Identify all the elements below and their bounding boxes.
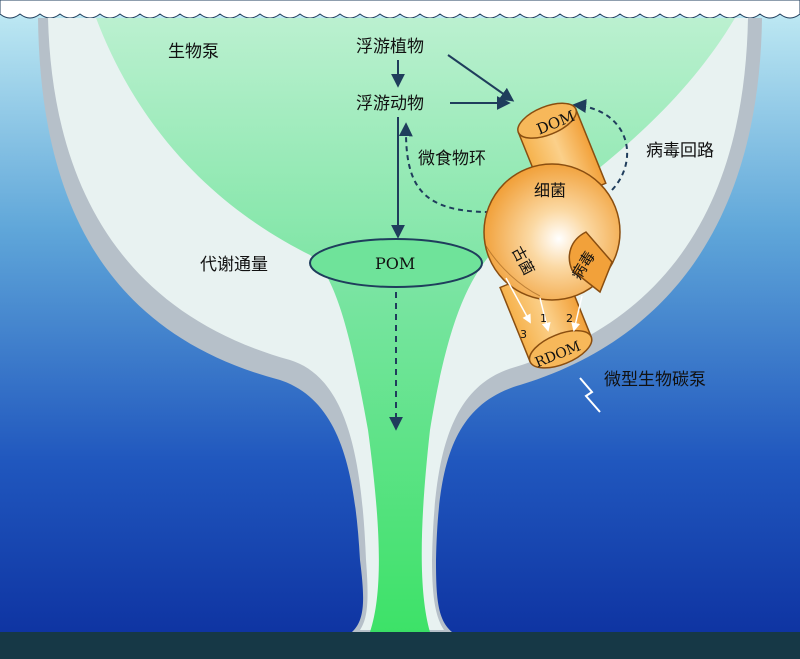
label-microbial-carbon-pump: 微型生物碳泵 xyxy=(604,370,706,390)
lightning-mark xyxy=(579,377,601,413)
sea-surface xyxy=(0,0,800,19)
arrow-path-1 xyxy=(539,297,551,332)
label-path-3: 3 xyxy=(520,328,527,341)
label-microbial-loop: 微食物环 xyxy=(418,149,486,169)
label-viral-shunt: 病毒回路 xyxy=(646,141,714,161)
virus-notch xyxy=(568,231,613,294)
label-phytoplankton: 浮游植物 xyxy=(356,37,424,57)
archaea-divider xyxy=(485,245,541,297)
seafloor xyxy=(0,632,800,659)
label-bacteria: 细菌 xyxy=(534,181,566,200)
pom-ellipse xyxy=(309,238,483,288)
label-biological-pump: 生物泵 xyxy=(168,42,219,62)
arrow-phyto-to-dom xyxy=(447,54,515,102)
arrow-path-3 xyxy=(505,277,531,324)
label-metabolic-flux: 代谢通量 xyxy=(200,255,268,275)
arrow-viral-shunt xyxy=(572,99,629,191)
label-zooplankton: 浮游动物 xyxy=(356,94,424,114)
label-path-1: 1 xyxy=(540,312,547,325)
arrow-microbial-loop xyxy=(398,122,491,213)
label-path-2: 2 xyxy=(566,312,573,325)
label-pom: POM xyxy=(375,254,415,273)
arrow-path-2 xyxy=(571,295,583,332)
